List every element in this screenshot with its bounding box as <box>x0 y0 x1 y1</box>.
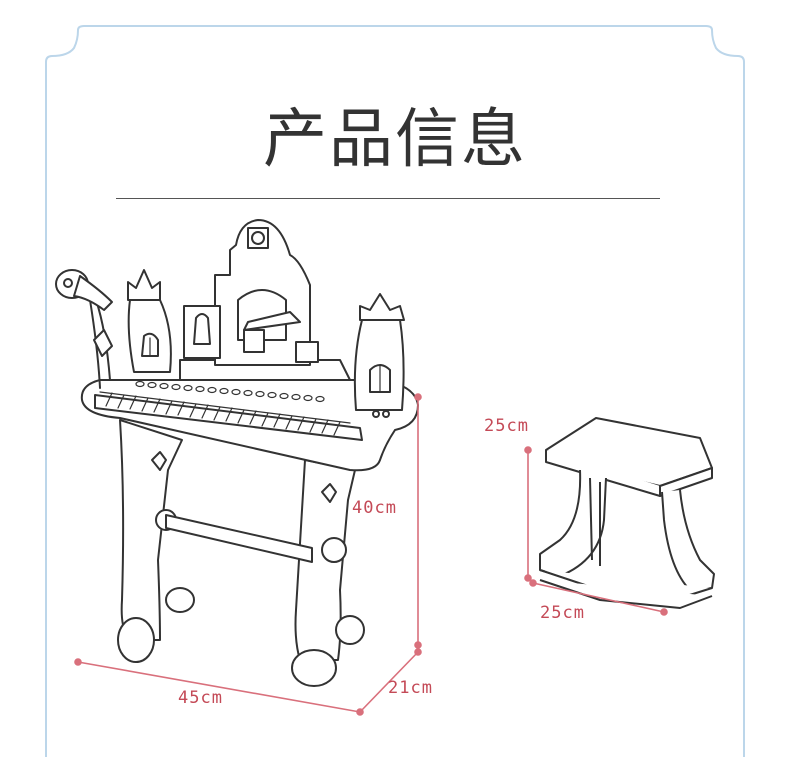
piano-depth-label: 21cm <box>388 678 433 698</box>
piano-legs <box>117 419 365 687</box>
castle-panel <box>179 219 351 381</box>
stool <box>539 417 715 609</box>
microphone <box>55 269 113 389</box>
piano-height-label: 40cm <box>352 498 397 518</box>
dimension-lines <box>74 393 668 716</box>
stool-height-label: 25cm <box>484 416 529 436</box>
piano-width-label: 45cm <box>178 688 223 708</box>
left-tower <box>127 269 172 373</box>
right-tower <box>353 293 405 418</box>
page-title: 产品信息 <box>263 103 527 177</box>
title-divider <box>116 198 660 199</box>
stool-width-label: 25cm <box>540 603 585 623</box>
piano-body <box>80 379 419 472</box>
